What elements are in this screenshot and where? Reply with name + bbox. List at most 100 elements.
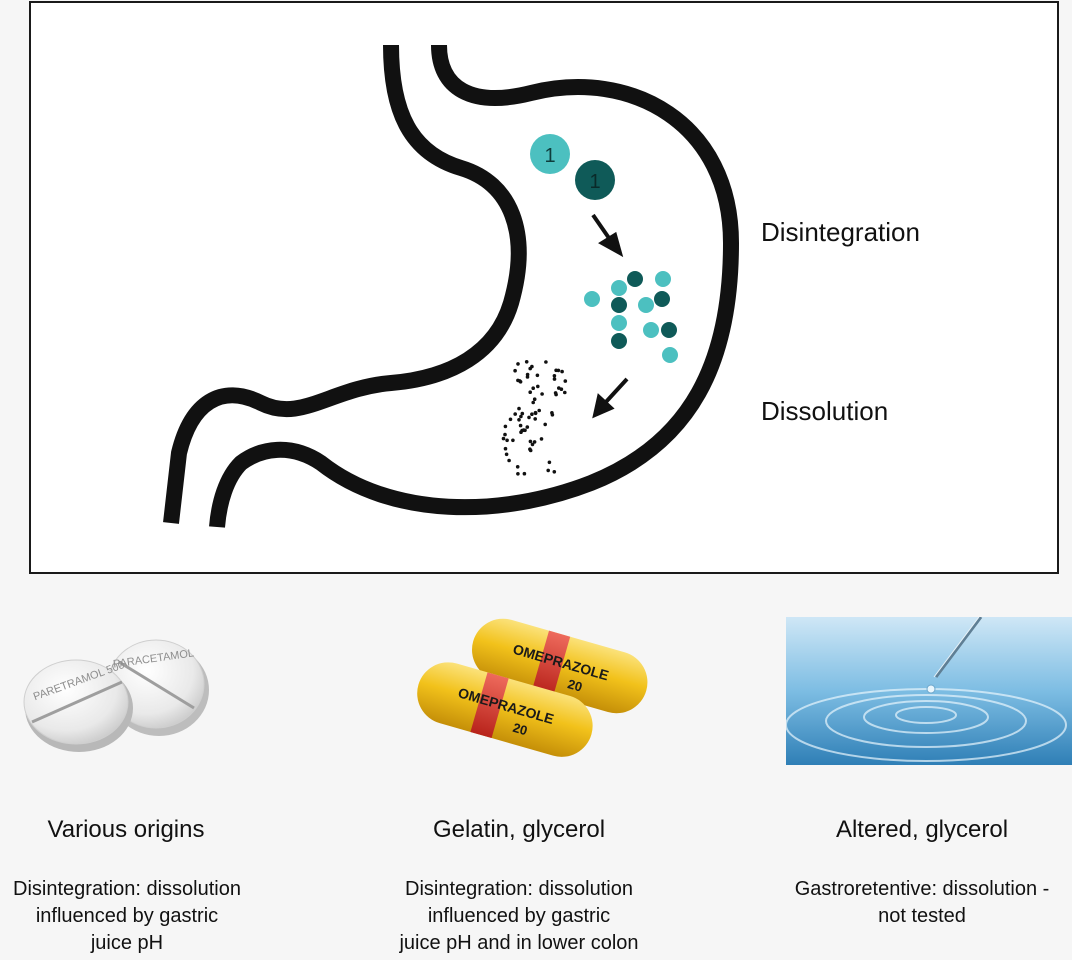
particle-dot	[543, 422, 547, 427]
particle-dot	[533, 410, 538, 415]
particle-dot	[533, 417, 537, 421]
column-2-desc-line: juice pH and in lower colon	[399, 932, 639, 954]
particle-dot	[553, 391, 558, 395]
particle-dot	[544, 360, 548, 364]
particle-dot	[563, 379, 568, 383]
ripple	[895, 706, 957, 724]
particle-dot	[530, 442, 535, 447]
particle-dot	[550, 413, 555, 417]
capsule-back-icon: OMEPRAZOLE 20	[472, 618, 648, 714]
particle-dot	[557, 386, 561, 390]
particle-dot	[516, 362, 520, 366]
particle-dot	[530, 412, 534, 417]
arrow-dissolution-icon	[603, 377, 629, 405]
particle-dot	[547, 460, 552, 465]
arrow-disintegration-head-icon	[598, 231, 624, 258]
particle-dot	[525, 375, 530, 379]
granule	[638, 297, 654, 313]
particle-dot	[503, 424, 508, 429]
droplet-icon	[926, 684, 936, 694]
particle-dot	[503, 432, 507, 437]
particle-dot	[522, 471, 527, 476]
particle-dot	[520, 411, 525, 416]
stomach-inner-wall	[209, 44, 739, 528]
particle-dot	[517, 406, 521, 411]
column-3-description: Gastroretentive: dissolution - not teste…	[772, 876, 1072, 930]
particle-dot	[536, 384, 540, 389]
column-1-desc-line: influenced by gastric	[35, 905, 219, 927]
particle-dot	[535, 373, 540, 378]
particle-dot	[552, 377, 557, 381]
particle-dot	[563, 390, 567, 395]
particle-dot	[518, 423, 523, 428]
column-2-title: Gelatin, glycerol	[432, 816, 606, 843]
capsules-illustration: OMEPRAZOLE 20 OMEPRAZOLE 20	[417, 618, 648, 757]
particle-dot	[531, 400, 535, 405]
granule	[655, 271, 671, 287]
dissolved-particles	[501, 360, 568, 476]
particle-dot	[537, 408, 541, 413]
particle-dot	[517, 418, 521, 422]
particle-dot	[504, 452, 509, 457]
ripple	[825, 694, 1027, 748]
capsule-front-dose: 20	[511, 720, 529, 738]
ripple	[786, 688, 1067, 762]
particle-dot	[556, 368, 561, 373]
granule	[643, 322, 659, 338]
particle-dot	[501, 436, 506, 441]
stomach-diagram: 1 1	[163, 44, 739, 528]
ripple	[863, 700, 989, 734]
column-1-desc-line: juice pH	[90, 932, 164, 954]
particle-dot	[540, 392, 544, 396]
granule	[611, 315, 627, 331]
arrow-disintegration-icon	[591, 213, 613, 243]
column-2-description: Disintegration: dissolution influenced b…	[372, 876, 666, 957]
column-3-title: Altered, glycerol	[835, 816, 1009, 843]
tablet-dark-icon	[575, 160, 615, 200]
particle-dot	[552, 374, 557, 378]
disintegration-label: Disintegration	[761, 217, 920, 247]
tablet-light-icon	[530, 134, 570, 174]
dissolution-label: Dissolution	[761, 396, 889, 426]
stomach-outer-wall	[163, 44, 527, 524]
particle-dot	[515, 465, 520, 469]
particle-dot	[552, 470, 557, 474]
column-1-desc-line: Disintegration: dissolution	[13, 878, 241, 900]
particle-dot	[516, 378, 520, 383]
particle-dot	[508, 417, 513, 422]
particle-dot	[513, 412, 517, 416]
granule	[662, 347, 678, 363]
granule	[611, 333, 627, 349]
capsule-back-dose: 20	[566, 676, 584, 694]
column-3-desc-line: not tested	[878, 905, 966, 927]
column-2-desc-line: Disintegration: dissolution	[405, 878, 633, 900]
particle-dot	[528, 390, 532, 395]
particle-dot	[516, 472, 520, 476]
particle-dot	[519, 414, 523, 419]
particle-dot	[539, 437, 544, 441]
column-1-description: Disintegration: dissolution influenced b…	[0, 876, 254, 957]
particle-dot	[525, 425, 530, 429]
column-2-desc-line: influenced by gastric	[427, 905, 611, 927]
particle-dot	[505, 438, 509, 443]
granule	[661, 322, 677, 338]
intact-tablets: 1 1	[530, 134, 615, 200]
particle-dot	[523, 428, 527, 433]
column-3-desc-line: Gastroretentive: dissolution -	[794, 878, 1050, 900]
granule	[611, 280, 627, 296]
particle-dot	[560, 369, 564, 374]
particle-dot	[546, 468, 550, 473]
particle-dot	[511, 438, 515, 443]
particle-dot	[532, 440, 537, 444]
granule	[654, 291, 670, 307]
granule-cluster	[584, 271, 678, 363]
particle-dot	[527, 415, 531, 420]
particle-dot	[507, 458, 511, 463]
granule	[611, 297, 627, 313]
pipette-icon	[934, 617, 983, 678]
granule	[627, 271, 643, 287]
stomach-diagram-frame: 1 1 Disintegration	[29, 1, 1059, 574]
particle-dot	[519, 430, 523, 435]
tablet-light-label: 1	[544, 145, 555, 167]
tablet-dark-label: 1	[589, 171, 600, 193]
